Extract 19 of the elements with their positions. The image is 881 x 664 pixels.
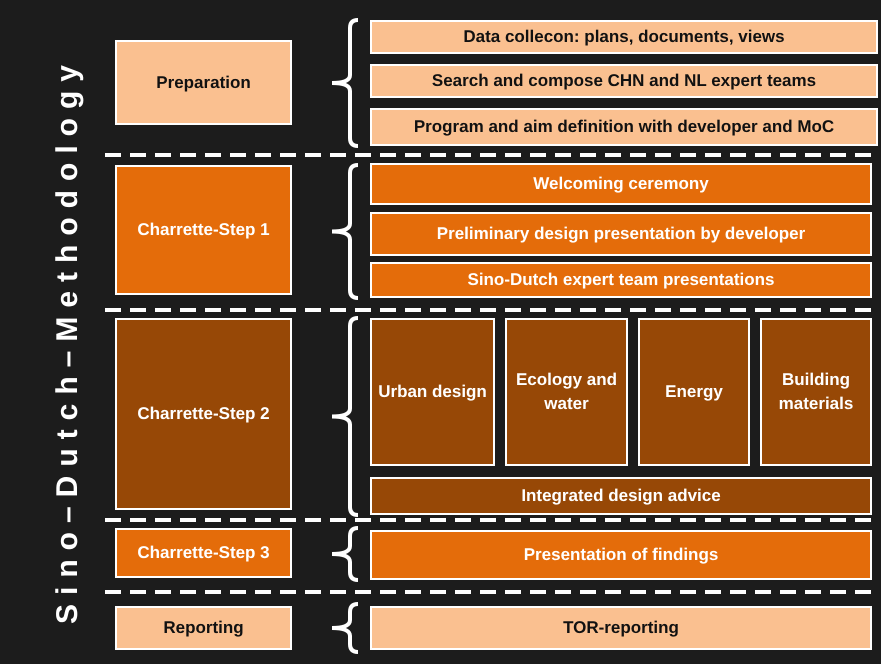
theme-box: Building materials	[760, 318, 872, 466]
task-box: Preliminary design presentation by developer	[370, 212, 872, 256]
step-box: Preparation	[115, 40, 292, 125]
vertical-title: Sino–Dutch–Methodology	[51, 56, 85, 624]
task-box: Presentation of findings	[370, 530, 872, 580]
theme-box: Urban design	[370, 318, 495, 466]
theme-box: Energy	[638, 318, 750, 466]
step-box: Charrette-Step 2	[115, 318, 292, 510]
task-box: Program and aim definition with developer and MoC	[370, 108, 878, 146]
task-box: Sino-Dutch expert team presentations	[370, 262, 872, 298]
step-box: Charrette-Step 1	[115, 165, 292, 295]
task-box: Welcoming ceremony	[370, 163, 872, 205]
task-box: Integrated design advice	[370, 477, 872, 515]
step-box: Charrette-Step 3	[115, 528, 292, 578]
task-box: Data collecon: plans, documents, views	[370, 20, 878, 54]
task-box: TOR-reporting	[370, 606, 872, 650]
task-box: Search and compose CHN and NL expert teams	[370, 64, 878, 98]
theme-box: Ecology and water	[505, 318, 628, 466]
step-box: Reporting	[115, 606, 292, 650]
